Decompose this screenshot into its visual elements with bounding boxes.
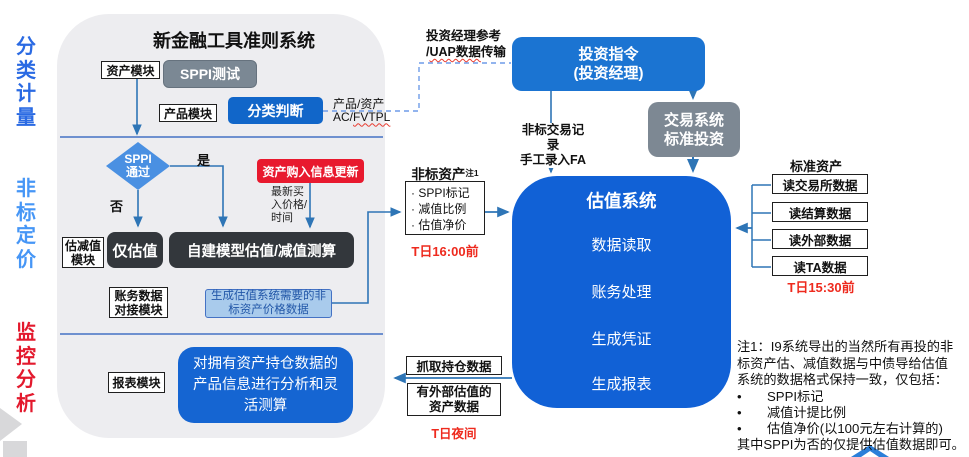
value-only-node: 仅估值 — [107, 232, 163, 268]
footnote-last-line: 其中SPPI为否的仅提供估值数据即可。 — [737, 436, 965, 452]
night-deadline-label: T日夜间 — [431, 427, 477, 441]
reader-box: 读交易所数据 — [772, 174, 868, 194]
valuation-system-node: 估值系统 数据读取 账务处理 生成凭证 生成报表 — [512, 176, 731, 408]
report-analysis-node: 对拥有资产持仓数据的产品信息进行分析和灵活测算 — [178, 347, 353, 423]
bullet-icon: • — [737, 420, 742, 436]
valuation-system-title: 估值系统 — [586, 191, 657, 211]
nonstd-item: · SPPI标记 — [411, 186, 470, 200]
trade-system-node: 交易系统 标准投资 — [648, 102, 740, 157]
self-model-node: 自建模型估值/减值测算 — [169, 232, 354, 268]
product-module-label: 产品模块 — [159, 104, 217, 122]
reader-box: 读结算数据 — [772, 202, 868, 222]
footnote-bullet: • SPPI标记 — [737, 388, 824, 404]
report-module-label: 报表模块 — [108, 372, 165, 393]
watermark-shape — [0, 408, 27, 457]
generate-price-data-node: 生成估值系统需要的非 标资产价格数据 — [205, 289, 332, 318]
nonstd-item: · 估值净价 — [411, 218, 467, 232]
manager-reference-label: 投资经理参考 /UAP数据传输 — [426, 29, 506, 59]
grab-position-box: 抓取持仓数据 — [406, 356, 502, 375]
invest-order-node: 投资指令 (投资经理) — [512, 37, 705, 91]
footnote-ref: 注1 — [465, 168, 479, 178]
external-valuation-box: 有外部估值的 资产数据 — [407, 383, 501, 416]
footnote-bullet: • 减值计提比例 — [737, 404, 847, 420]
nonstd-deadline-label: T日16:00前 — [411, 244, 479, 259]
valuation-step: 数据读取 — [591, 237, 652, 254]
branch-no-label: 否 — [110, 199, 124, 214]
classification-judge-node: 分类判断 — [228, 97, 323, 124]
manual-entry-label: 非标交易记录 手工录入FA — [516, 123, 590, 168]
asset-purchase-update-node: 资产购入信息更新 — [257, 159, 364, 183]
latest-buy-price-label: 最新买 入价格/ 时间 — [271, 186, 308, 224]
valuation-step: 生成报表 — [591, 376, 652, 393]
section-label-nonstd-pricing: 非 标 定 价 — [16, 178, 36, 271]
impairment-module-label: 估减值 模块 — [62, 237, 104, 268]
valuation-step: 生成凭证 — [591, 331, 652, 348]
nonstd-item: · 减值比例 — [411, 202, 467, 216]
sppi-test-node: SPPI测试 — [163, 60, 257, 88]
reader-box: 读外部数据 — [772, 229, 868, 249]
asset-module-label: 资产模块 — [101, 61, 160, 79]
std-asset-title: 标准资产 — [789, 159, 842, 174]
branch-yes-label: 是 — [197, 153, 211, 168]
section-label-monitoring: 监 控 分 析 — [16, 322, 36, 415]
nonstd-asset-title: 非标资产注1 — [411, 167, 479, 182]
accounting-module-label: 账务数据 对接模块 — [109, 287, 168, 318]
panel-title: 新金融工具准则系统 — [153, 31, 315, 51]
footnote-bullet: • 估值净价(以100元左右计算的) — [737, 420, 943, 436]
chevron-up-icon — [851, 445, 889, 457]
std-deadline-label: T日15:30前 — [787, 280, 855, 295]
classification-output-label: 产品/资产 AC/FVTPL — [333, 97, 391, 124]
section-label-classification: 分 类 计 量 — [16, 36, 36, 129]
reader-box: 读TA数据 — [772, 256, 868, 276]
bullet-icon: • — [737, 404, 742, 420]
bullet-icon: • — [737, 388, 742, 404]
valuation-step: 账务处理 — [591, 284, 652, 301]
footnote: 注1：I9系统导出的当然所有再投的非 标资产估、减值数据与中债导给估值 系统的数… — [737, 339, 969, 453]
footnote-paragraph: 注1：I9系统导出的当然所有再投的非 标资产估、减值数据与中债导给估值 系统的数… — [737, 339, 954, 387]
nonstd-asset-box: · SPPI标记 · 减值比例 · 估值净价 — [405, 181, 485, 235]
